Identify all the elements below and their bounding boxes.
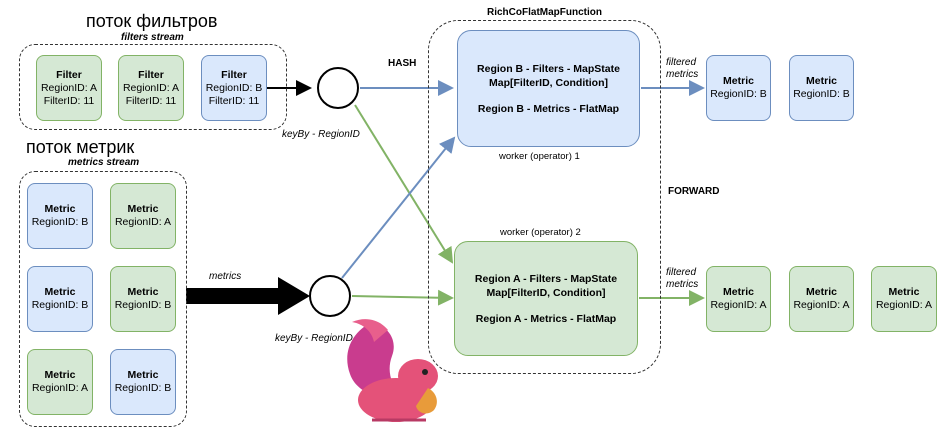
rich-function-title: RichCoFlatMapFunction (487, 7, 602, 18)
filters-group-subtitle: filters stream (121, 32, 184, 43)
metrics-group-subtitle: metrics stream (68, 157, 140, 168)
worker1-label: worker (operator) 1 (499, 151, 580, 162)
filters-group-title: поток фильтров (86, 11, 218, 31)
edge-metrics-big-arrow (186, 277, 310, 315)
keyby-label-top: keyBy - RegionID (282, 129, 360, 140)
metrics-stream-group (19, 171, 187, 427)
edge-hub2-to-opA (351, 289, 454, 306)
rich-function-group (428, 20, 661, 374)
filters-stream-group (19, 44, 287, 130)
metrics-edge-label: metrics (209, 271, 242, 282)
edge-hub2-to-opB (341, 136, 456, 279)
hash-label: HASH (388, 58, 417, 69)
worker2-label: worker (operator) 2 (500, 227, 581, 238)
keyby-label-bottom: keyBy - RegionID (275, 333, 353, 344)
metrics-group-title: поток метрик (26, 137, 135, 157)
forward-label: FORWARD (668, 186, 720, 197)
edge-hub1-to-opA (354, 104, 454, 264)
hub-metrics (309, 275, 351, 317)
flink-squirrel-logo (347, 319, 438, 422)
hub-filters (317, 67, 359, 109)
